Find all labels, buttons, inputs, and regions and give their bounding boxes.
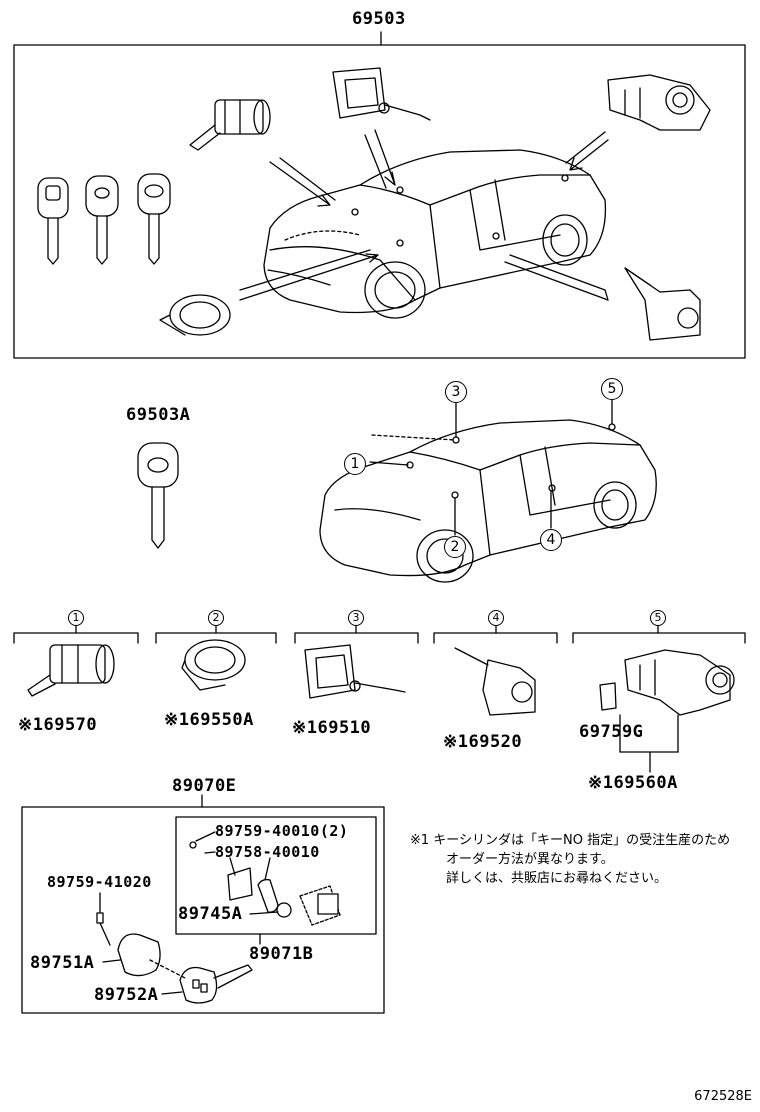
part-number-69759G: 69759G bbox=[579, 722, 644, 742]
transmitter-subframe bbox=[175, 816, 377, 935]
key-blank-2 bbox=[85, 175, 119, 265]
callout-4: 4 bbox=[540, 529, 562, 551]
set-frame bbox=[13, 44, 746, 359]
note-line-2: オーダー方法が異なります。 bbox=[446, 852, 614, 867]
part-number-69510: ※169510 bbox=[292, 718, 372, 738]
group-brackets bbox=[13, 625, 746, 644]
callout-5: 5 bbox=[601, 378, 623, 400]
part-number-89751A: 89751A bbox=[30, 953, 95, 973]
callout-1: 1 bbox=[344, 453, 366, 475]
part-number-89071B: 89071B bbox=[249, 944, 314, 964]
part-illustration-69570 bbox=[27, 644, 115, 697]
part-number-89070E: 89070E bbox=[172, 776, 237, 796]
leader-69560A bbox=[619, 714, 679, 773]
part-illustration-69550A bbox=[181, 639, 246, 691]
car-illustration-middle bbox=[319, 399, 657, 583]
cylinder-part-ignition bbox=[607, 74, 711, 131]
group-callout-2: 2 bbox=[208, 610, 224, 626]
group-callout-4: 4 bbox=[488, 610, 504, 626]
group-callout-3: 3 bbox=[348, 610, 364, 626]
transmitter-frame bbox=[21, 806, 385, 1014]
part-number-69520: ※169520 bbox=[443, 732, 523, 752]
cylinder-part-trunk bbox=[332, 67, 431, 121]
part-illustration-69560A bbox=[599, 649, 735, 716]
part-number-89745A: 89745A bbox=[178, 904, 243, 924]
part-number-69503: 69503 bbox=[352, 9, 406, 29]
callout-3: 3 bbox=[445, 381, 467, 403]
group-callout-5: 5 bbox=[650, 610, 666, 626]
car-illustration-top bbox=[263, 149, 607, 319]
part-illustration-69520 bbox=[454, 647, 536, 716]
part-number-69570: ※169570 bbox=[18, 715, 98, 735]
part-number-69560A: ※169560A bbox=[588, 773, 678, 793]
part-number-89758-40010: 89758-40010 bbox=[215, 843, 320, 861]
key-blank-3 bbox=[137, 173, 171, 265]
note-line-3: 詳しくは、共販店にお尋ねください。 bbox=[446, 871, 668, 886]
part-number-89752A: 89752A bbox=[94, 985, 159, 1005]
illustration-id: 672528E bbox=[694, 1089, 752, 1104]
transmitter-parts bbox=[96, 831, 341, 1004]
part-number-69503A: 69503A bbox=[126, 405, 191, 425]
cylinder-part-glove bbox=[189, 99, 271, 151]
callout-2: 2 bbox=[444, 536, 466, 558]
cylinder-part-door-right bbox=[624, 267, 701, 341]
note-line-1: ※1 キーシリンダは「キーNO 指定」の受注生産のため bbox=[410, 833, 731, 848]
part-illustration-69510 bbox=[304, 644, 406, 699]
group-callout-1: 1 bbox=[68, 610, 84, 626]
indicator-arrows bbox=[239, 129, 609, 301]
part-number-69550A: ※169550A bbox=[164, 710, 254, 730]
part-number-89759-41020: 89759-41020 bbox=[47, 873, 152, 891]
key-blank-1 bbox=[37, 177, 69, 265]
cylinder-part-door-left bbox=[159, 294, 231, 336]
key-illustration-69503A bbox=[137, 442, 179, 549]
part-number-89759-40010: 89759-40010(2) bbox=[215, 822, 349, 840]
